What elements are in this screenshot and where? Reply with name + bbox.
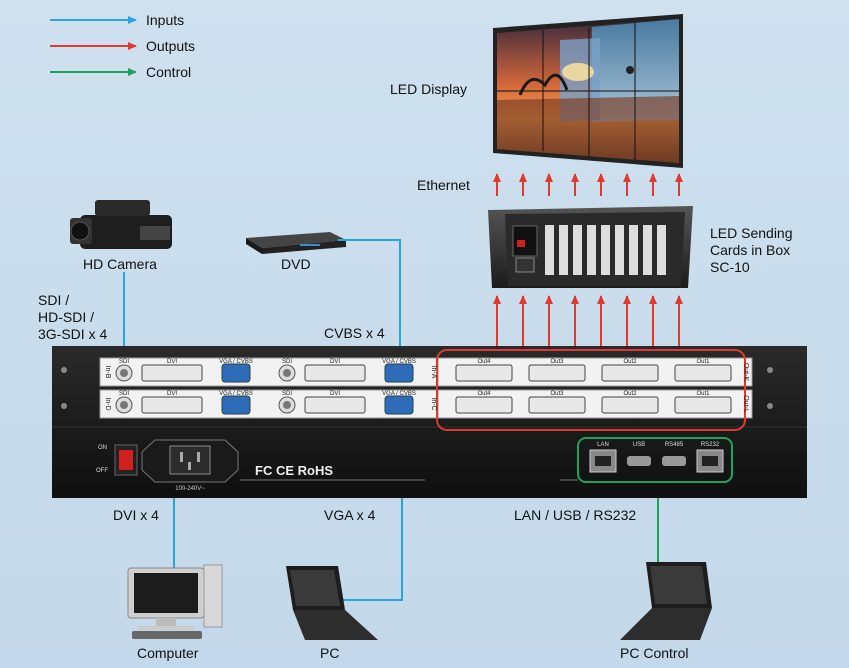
output-port-label: Out2	[623, 391, 637, 397]
computer-image	[127, 564, 223, 639]
vga-port-icon	[384, 395, 414, 415]
vga-port-icon	[384, 363, 414, 383]
legend-control-label: Control	[146, 64, 192, 80]
port-label: VGA / CVBS	[382, 391, 416, 397]
output-dvi-port-icon	[674, 364, 732, 382]
output-dvi-port-icon	[601, 396, 659, 414]
dvi-port-icon	[304, 364, 366, 382]
output-dvi-port-icon	[528, 364, 586, 382]
output-dvi-port-icon	[674, 396, 732, 414]
port-label: DVI	[330, 391, 340, 397]
output-port-label: Out4	[477, 359, 491, 365]
pc-laptop-image	[286, 566, 378, 640]
port-label: SDI	[282, 391, 292, 397]
dvi-port-icon	[141, 364, 203, 382]
outputs-highlight	[436, 349, 746, 431]
vga-port-icon	[221, 395, 251, 415]
port-label: VGA / CVBS	[219, 391, 253, 397]
output-dvi-port-icon	[455, 396, 513, 414]
dvi-port-icon	[141, 396, 203, 414]
led-sending-label: LED Sending Cards in Box SC-10	[710, 225, 793, 275]
slot-label: In-D	[104, 397, 111, 410]
ethernet-label: Ethernet	[417, 177, 470, 193]
cvbs-input-line	[338, 239, 404, 361]
legend-outputs-label: Outputs	[146, 38, 196, 54]
output-dvi-port-icon	[455, 364, 513, 382]
output-port-label: Out1	[696, 391, 710, 397]
sdi-group-label: SDI / HD-SDI / 3G-SDI x 4	[38, 292, 108, 342]
led-sending-box-image	[488, 206, 693, 288]
lan-usb-rs232-label: LAN / USB / RS232	[514, 507, 637, 523]
port-label: DVI	[330, 359, 340, 365]
power-section	[114, 439, 425, 483]
led-display-image	[493, 14, 683, 168]
power-on-label: ON	[98, 445, 107, 451]
pc-label: PC	[320, 645, 340, 661]
port-label: VGA / CVBS	[219, 359, 253, 365]
port-label: VGA / CVBS	[382, 359, 416, 365]
dvd-player-image	[246, 232, 346, 254]
led-display-label: LED Display	[390, 81, 468, 97]
output-port-label: Out3	[550, 359, 564, 365]
port-label: DVI	[167, 391, 177, 397]
slot-label: Out-K	[742, 363, 749, 382]
slot-label: Out-L	[742, 395, 749, 413]
hd-camera-label: HD Camera	[83, 256, 157, 272]
slot-label: In-B	[104, 366, 111, 379]
pc-control-laptop-image	[620, 562, 712, 640]
port-label: SDI	[282, 359, 292, 365]
cert-marks: FC CE RoHS	[255, 463, 333, 478]
dvd-label: DVD	[281, 256, 311, 272]
output-port-label: Out1	[696, 359, 710, 365]
legend-inputs-label: Inputs	[146, 12, 185, 28]
cvbs-label: CVBS x 4	[324, 325, 385, 341]
output-port-label: Out3	[550, 391, 564, 397]
output-port-label: Out2	[623, 359, 637, 365]
slot-label: In-C	[430, 397, 437, 410]
slot-label: In-A	[430, 366, 437, 379]
vga-label: VGA x 4	[324, 507, 376, 523]
port-label: DVI	[167, 359, 177, 365]
output-arrows	[493, 295, 683, 355]
chassis-screws	[61, 367, 773, 409]
dvi-port-icon	[304, 396, 366, 414]
output-dvi-port-icon	[601, 364, 659, 382]
pc-control-label: PC Control	[620, 645, 689, 661]
voltage-label: 100-240V~	[175, 486, 205, 492]
vga-port-icon	[221, 363, 251, 383]
computer-label: Computer	[137, 645, 199, 661]
output-dvi-port-icon	[528, 396, 586, 414]
port-label: SDI	[119, 391, 129, 397]
dvi-label: DVI x 4	[113, 507, 159, 523]
control-port-label: USB	[633, 442, 645, 448]
ethernet-arrows	[493, 173, 683, 196]
control-port-label: LAN	[597, 442, 609, 448]
control-ports-box	[560, 437, 733, 483]
power-off-label: OFF	[96, 468, 108, 474]
output-port-label: Out4	[477, 391, 491, 397]
control-port-label: RS485	[665, 442, 684, 448]
port-label: SDI	[119, 359, 129, 365]
control-port-label: RS232	[701, 442, 720, 448]
hd-camera-image	[70, 200, 172, 249]
